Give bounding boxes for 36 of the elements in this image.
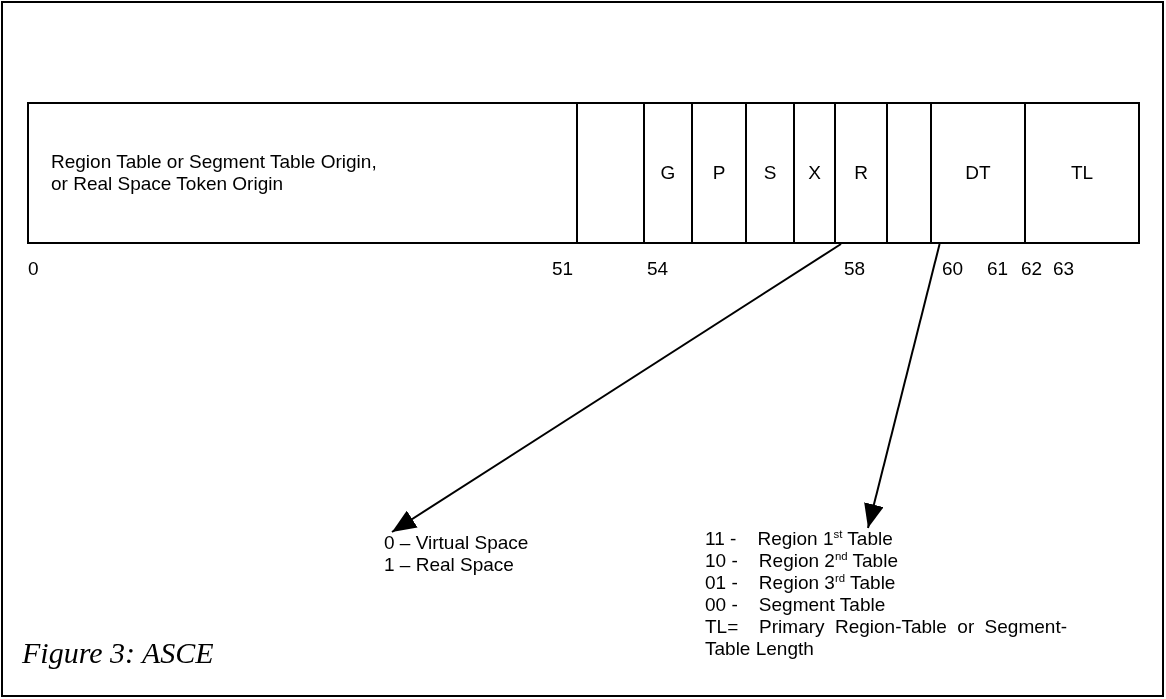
bit-number: 61 [987, 258, 1009, 280]
bit-number: 0 [28, 258, 39, 280]
value-description: 0 – Virtual Space [384, 532, 530, 554]
bit-number: 51 [552, 258, 574, 280]
value-description: 11 - Region 1$^{st}$ Table [705, 528, 894, 550]
register-field [930, 102, 1026, 244]
register-field [1024, 102, 1140, 244]
bit-number: 63 [1053, 258, 1075, 280]
bit-number: 58 [844, 258, 866, 280]
arrow [864, 243, 941, 529]
field-name: G [660, 162, 676, 184]
register-field [793, 102, 836, 244]
register-field [643, 102, 693, 244]
bit-number: 54 [647, 258, 669, 280]
value-description: 1 – Real Space [384, 554, 515, 576]
value-description: 10 - Region 2$^{nd}$ Table [705, 550, 899, 572]
field-name: DT [965, 162, 991, 184]
field-name: X [808, 162, 821, 184]
register-field [834, 102, 888, 244]
field-name: S [763, 162, 777, 184]
register-field [886, 102, 932, 244]
value-description: TL= Primary Region-Table or Segment-Table Length [705, 616, 1067, 660]
field-name: R [854, 162, 868, 184]
register-field [745, 102, 795, 244]
register-field [576, 102, 645, 244]
value-description: 01 - Region 3$^{rd}$ Table [705, 572, 897, 594]
arrow [391, 243, 842, 533]
register-field [27, 102, 578, 244]
field-name: TL [1070, 162, 1094, 184]
register-field [691, 102, 747, 244]
field-name: Region Table or Segment Table Origin, or Real Space Token Origin [51, 151, 378, 195]
field-name: P [712, 162, 726, 184]
value-description: 00 - Segment Table [705, 594, 887, 616]
figure-caption: Figure 3: ASCE [22, 636, 214, 670]
bit-number: 62 [1021, 258, 1043, 280]
bit-number: 60 [942, 258, 964, 280]
